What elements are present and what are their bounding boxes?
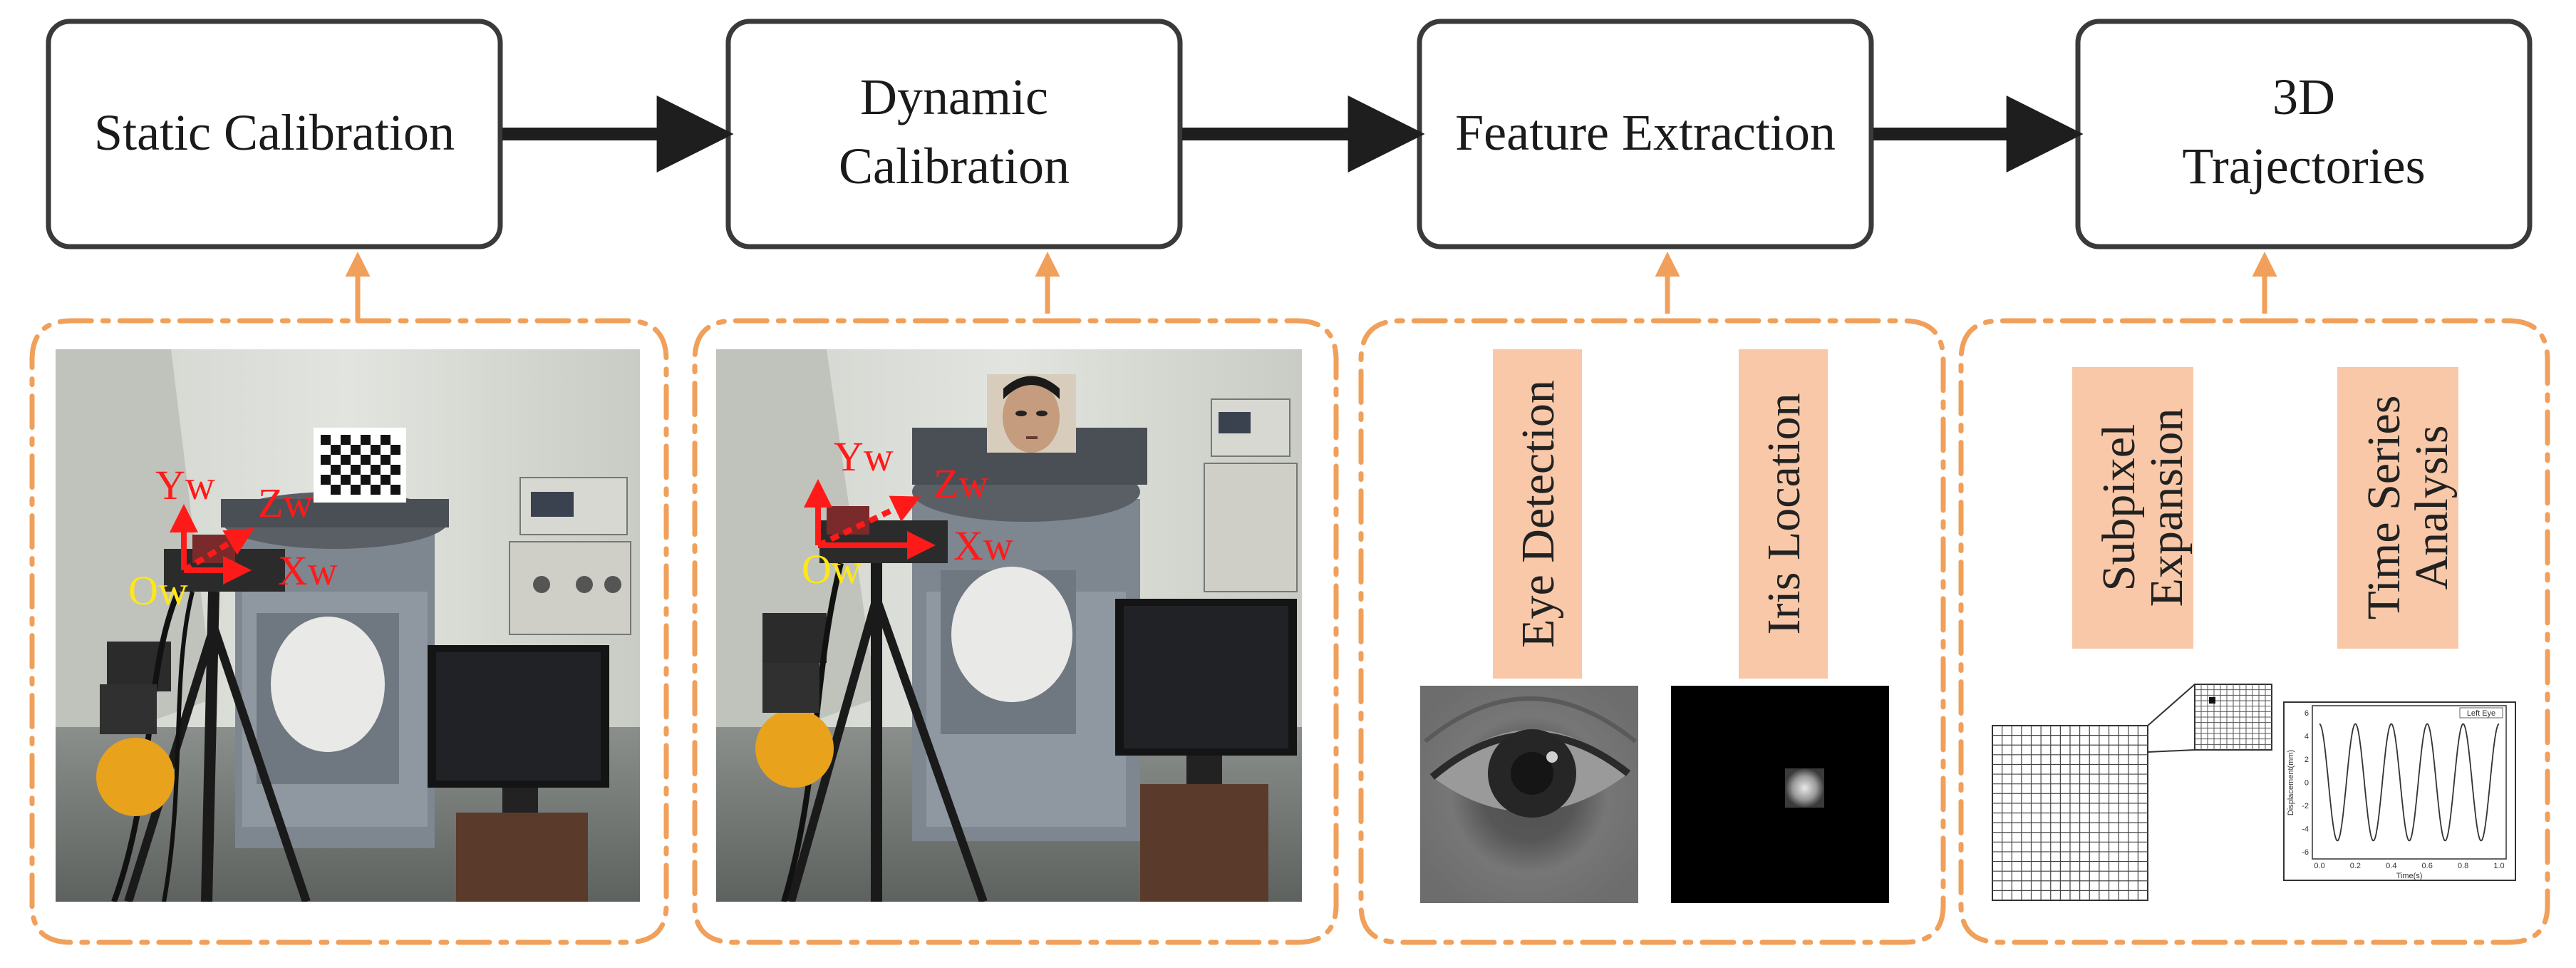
yw-label-static: Yw xyxy=(155,462,215,508)
stage-title-dynamic-line1: Dynamic xyxy=(860,68,1048,125)
feature-extraction-content: Eye Detection Iris Location xyxy=(1420,349,1889,903)
trajectories-content: Subpixel Expansion Time Series Analysis … xyxy=(1992,367,2516,901)
chart-ytick-label: 0 xyxy=(2305,779,2309,788)
stage-title-feature-extraction: Feature Extraction xyxy=(1455,104,1836,161)
zw-axis-arrow-dynamic xyxy=(817,495,921,548)
subpixel-grid xyxy=(1992,684,2272,901)
ow-label-dynamic: Ow xyxy=(802,546,862,592)
time-series-label-line2: Analysis xyxy=(2406,426,2458,590)
stage-box-3d-trajectories: 3D Trajectories xyxy=(2075,19,2533,249)
chart-ytick-label: 6 xyxy=(2305,709,2309,718)
eye-image xyxy=(1420,686,1638,903)
displacement-series-line xyxy=(2319,723,2500,842)
stage-title-dynamic-line2: Calibration xyxy=(839,138,1070,195)
xw-label-static: Xw xyxy=(278,547,338,594)
subpixel-expansion-label-box xyxy=(2072,367,2193,649)
subpixel-label-line1: Subpixel xyxy=(2093,424,2145,592)
panel-3d-trajectories xyxy=(1958,318,2550,945)
panel-dynamic-calibration xyxy=(692,318,1339,945)
chart-ylabel: Displacement(mm) xyxy=(2287,750,2295,815)
chart-xlabel: Time(s) xyxy=(2396,872,2423,880)
zw-label-dynamic: Zw xyxy=(933,460,988,507)
stage-box-static-calibration: Static Calibration xyxy=(46,19,503,249)
iris-image xyxy=(1671,686,1889,903)
chart-ytick-label: 4 xyxy=(2305,733,2309,741)
chart-xtick-label: 0.6 xyxy=(2422,862,2433,870)
chart-xtick-label: 0.8 xyxy=(2458,862,2468,870)
time-series-label-box xyxy=(2337,367,2458,649)
eye-detection-label: Eye Detection xyxy=(1512,380,1564,648)
chart-xtick-label: 0.0 xyxy=(2314,862,2324,870)
stage-box-feature-extraction: Feature Extraction xyxy=(1417,19,1874,249)
photo-static-calibration: Yw Zw Xw Ow xyxy=(56,349,640,902)
chart-ytick-label: 2 xyxy=(2305,756,2309,764)
checkerboard-target xyxy=(314,428,406,503)
stage-title-static-calibration: Static Calibration xyxy=(94,104,455,161)
face-target xyxy=(987,374,1076,453)
world-axes-dynamic: Yw Zw Xw Ow xyxy=(802,433,1013,592)
time-series-label-line1: Time Series xyxy=(2358,396,2410,620)
stage-title-3d-line1: 3D xyxy=(2272,68,2335,125)
chart-legend: Left Eye xyxy=(2467,709,2495,718)
panel-feature-extraction xyxy=(1358,318,1946,945)
zw-axis-arrow-static xyxy=(182,527,254,573)
chart-ytick-label: -6 xyxy=(2302,848,2309,857)
chart-ytick-label: -4 xyxy=(2302,825,2309,834)
yw-label-dynamic: Yw xyxy=(834,433,894,480)
subpixel-label-line2: Expansion xyxy=(2141,408,2193,607)
iris-location-label-box xyxy=(1739,349,1828,679)
xw-label-dynamic: Xw xyxy=(953,522,1013,569)
world-axes-static: Yw Zw Xw Ow xyxy=(128,462,338,614)
stage-title-3d-line2: Trajectories xyxy=(2182,138,2425,195)
chart-xtick-label: 1.0 xyxy=(2493,862,2504,870)
ow-label-static: Ow xyxy=(128,567,188,614)
zw-label-static: Zw xyxy=(258,480,313,526)
eye-detection-label-box xyxy=(1493,349,1582,679)
photo-dynamic-calibration: Yw Zw Xw Ow xyxy=(716,349,1302,902)
chart-xtick-label: 0.4 xyxy=(2386,862,2396,870)
iris-location-label: Iris Location xyxy=(1758,393,1810,634)
chart-xtick-label: 0.2 xyxy=(2350,862,2361,870)
panel-static-calibration xyxy=(29,318,669,945)
time-series-chart: Left Eye Displacement(mm) Time(s) 0.0 0.2… xyxy=(2283,701,2516,881)
chart-ytick-label: -2 xyxy=(2302,802,2309,810)
stage-box-dynamic-calibration: Dynamic Calibration xyxy=(725,19,1183,249)
